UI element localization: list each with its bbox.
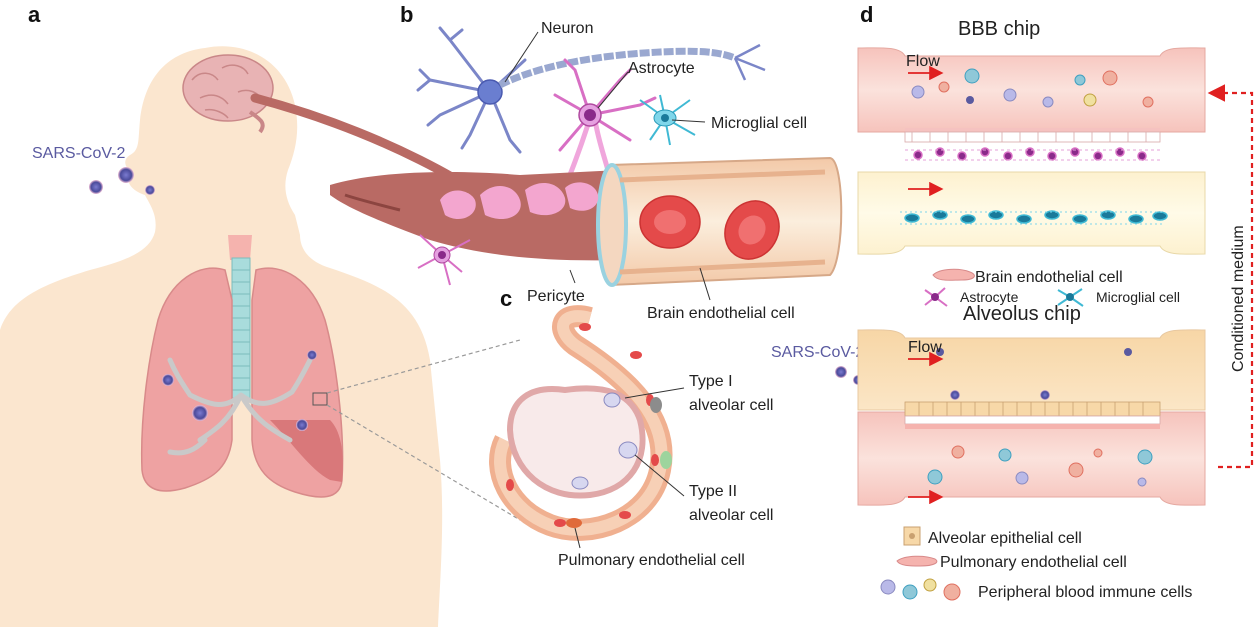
brain bbox=[182, 54, 274, 134]
legend-immune: Peripheral blood immune cells bbox=[978, 584, 1192, 601]
bbb-chip-title: BBB chip bbox=[958, 18, 1040, 40]
alveolus-chip bbox=[857, 329, 1206, 506]
virus-label-a: SARS-CoV-2 bbox=[32, 145, 125, 162]
legend-epithelial: Alveolar epithelial cell bbox=[928, 530, 1082, 547]
lung-zoom-box bbox=[312, 392, 328, 406]
astrocyte-small bbox=[417, 234, 471, 286]
trachea bbox=[228, 235, 252, 399]
panel-a: a SARS-CoV-2 bbox=[0, 2, 521, 627]
label-astrocyte: Astrocyte bbox=[628, 60, 695, 77]
label-type1-line2: alveolar cell bbox=[689, 397, 773, 414]
bbb-legend: Brain endothelial cell Astrocyte Microgl… bbox=[924, 268, 1180, 307]
alveolus-legend: Alveolar epithelial cell Pulmonary endot… bbox=[880, 526, 1192, 601]
label-microglial: Microglial cell bbox=[711, 115, 807, 132]
alveolus-flow-label: Flow bbox=[908, 339, 942, 356]
alveolus bbox=[489, 305, 673, 541]
brain-vessel bbox=[330, 156, 843, 287]
legend-pulmonary-endothelial: Pulmonary endothelial cell bbox=[940, 554, 1127, 571]
microglial-cell bbox=[639, 94, 696, 146]
panel-d-letter: d bbox=[860, 2, 873, 27]
label-type1-line1: Type I bbox=[689, 373, 733, 390]
neuron bbox=[416, 26, 766, 154]
bbb-legend-microglial: Microglial cell bbox=[1096, 289, 1180, 305]
lungs bbox=[140, 267, 344, 498]
alveolus-chip-title: Alveolus chip bbox=[963, 303, 1081, 325]
panel-d: d BBB chip bbox=[771, 2, 1254, 601]
panel-a-letter: a bbox=[28, 2, 41, 27]
zoom-line-bottom bbox=[326, 404, 521, 521]
virus-particles-a bbox=[89, 167, 155, 195]
label-pericyte: Pericyte bbox=[527, 288, 585, 305]
bbb-flow-label: Flow bbox=[906, 53, 940, 70]
label-type2-line2: alveolar cell bbox=[689, 507, 773, 524]
label-neuron: Neuron bbox=[541, 20, 593, 37]
bbb-legend-endothelial: Brain endothelial cell bbox=[975, 269, 1123, 286]
label-type2-line1: Type II bbox=[689, 483, 737, 500]
label-pulmonary-endothelial: Pulmonary endothelial cell bbox=[558, 552, 745, 569]
bbb-chip bbox=[857, 47, 1206, 255]
conditioned-medium-label: Conditioned medium bbox=[1230, 225, 1247, 372]
label-brain-endothelial: Brain endothelial cell bbox=[647, 305, 795, 322]
conditioned-medium-arrow bbox=[1207, 84, 1254, 469]
zoom-line-top bbox=[326, 339, 521, 394]
panel-b: b Neuron Astrocyte Microglial cell bbox=[330, 2, 843, 322]
panel-c: c Type I alveolar cell Type bbox=[489, 286, 773, 569]
panel-b-letter: b bbox=[400, 2, 413, 27]
virus-label-d: SARS-CoV-2 bbox=[771, 344, 864, 361]
panel-c-letter: c bbox=[500, 286, 512, 311]
bbb-legend-astrocyte: Astrocyte bbox=[960, 289, 1019, 305]
